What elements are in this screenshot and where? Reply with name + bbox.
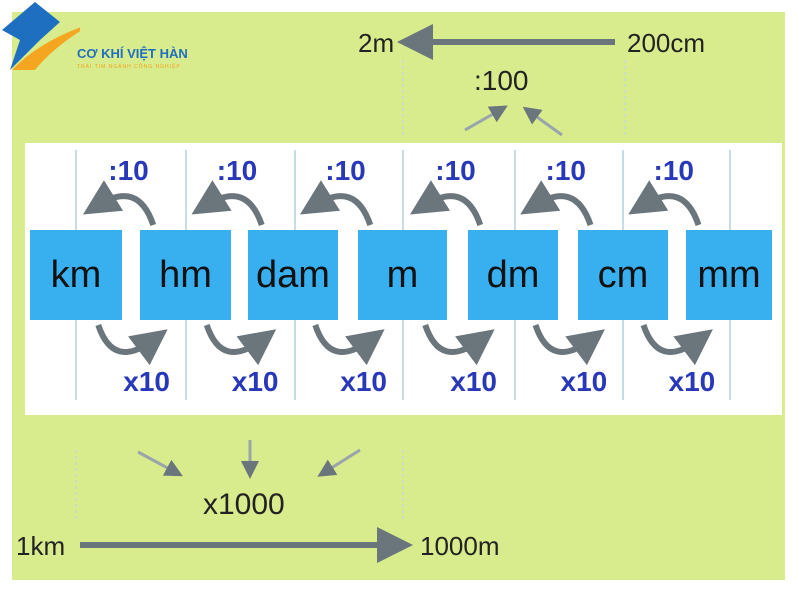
divide-label: :10	[545, 155, 586, 186]
long-arrows	[80, 24, 615, 563]
bottom-from-value: 1km	[16, 531, 66, 561]
divide-arrow	[628, 180, 702, 227]
small-arrows	[137, 105, 563, 479]
multiply-arrow	[640, 323, 713, 366]
multiply-label: x10	[668, 366, 716, 397]
unit-box-km: km	[30, 230, 122, 320]
logo-title: CƠ KHÍ VIỆT HÀN	[77, 46, 188, 61]
top-to-value: 2m	[358, 28, 395, 58]
top-from-value: 200cm	[627, 28, 706, 58]
logo-house-icon	[2, 2, 80, 70]
divide-label: :10	[108, 155, 149, 186]
unit-box-m: m	[358, 230, 447, 320]
multiply-label: x10	[123, 366, 170, 397]
divide-arrow	[520, 180, 594, 227]
divide-label: :10	[435, 155, 476, 186]
divide-label: :10	[325, 155, 366, 186]
logo-tagline: TRÁI TIM NGÀNH CÔNG NGHIỆP	[77, 64, 181, 70]
multiply-arrow	[422, 323, 495, 366]
multiply-label: x10	[560, 366, 608, 397]
multiply-arrow	[532, 323, 605, 366]
divide-label: :10	[653, 155, 694, 186]
unit-box-dm: dm	[468, 230, 558, 320]
divide-arrow	[299, 180, 374, 227]
top-operation: :100	[474, 65, 529, 96]
divide-arrow	[191, 180, 265, 227]
multiply-label: x10	[231, 366, 279, 397]
multiply-label: x10	[450, 366, 497, 397]
bottom-to-value: 1000m	[420, 531, 500, 561]
divide-label: :10	[216, 155, 258, 186]
bottom-operation: x1000	[203, 488, 285, 521]
multiply-arrow	[312, 323, 385, 366]
unit-box-hm: hm	[140, 230, 231, 320]
divide-arrow	[409, 180, 484, 227]
multiply-arrow	[95, 323, 168, 366]
unit-box-cm: cm	[578, 230, 668, 320]
multiply-arrow	[203, 323, 277, 366]
divide-arrow	[82, 180, 157, 227]
multiply-label: x10	[340, 366, 387, 397]
unit-box-dam: dam	[248, 230, 338, 320]
unit-box-mm: mm	[686, 230, 772, 320]
